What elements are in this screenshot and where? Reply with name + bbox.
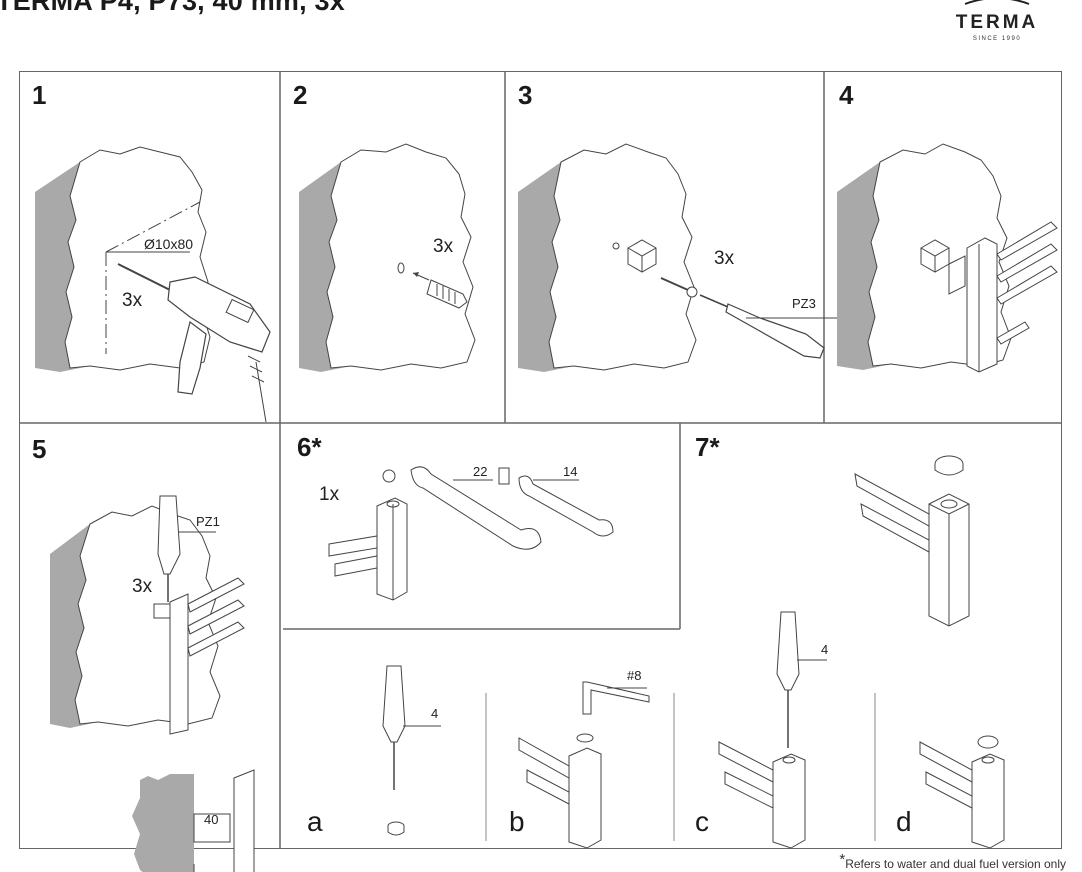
document-title: TERMA P4, P73, 40 mm, 3x	[0, 0, 345, 16]
sub-step-letter: a	[307, 806, 323, 837]
step-2-panel: 2 3x	[281, 72, 506, 424]
sub-step-letter: b	[509, 806, 525, 837]
cap-illustration	[854, 455, 970, 627]
step-number: 1	[32, 80, 47, 110]
drill-size-label: Ø10x80	[144, 236, 194, 252]
count-label: 3x	[122, 290, 143, 311]
sub-step-letter: d	[896, 806, 912, 837]
bracket-screw-illustration	[518, 143, 838, 372]
sub-step-a-panel: a 4	[281, 630, 487, 850]
grid-lines	[19, 71, 1062, 849]
sub-step-c-panel: c 4	[675, 611, 876, 850]
wrench-large-size: 22	[473, 464, 488, 479]
tool-size-label: 4	[821, 642, 829, 657]
cap-fit-illustration	[919, 735, 1005, 849]
radiator-fix-illustration	[50, 495, 255, 872]
logo-since: SINCE 1990	[972, 36, 1022, 42]
radiator-mount-illustration	[837, 143, 1058, 373]
step-4-panel: 4	[825, 72, 1063, 424]
distance-label: 40	[204, 812, 219, 827]
tool-label: PZ1	[196, 514, 220, 529]
sub-step-letter: c	[695, 806, 709, 837]
terma-logo: TERMA SINCE 1990	[944, 0, 1052, 46]
count-label: 3x	[714, 248, 735, 269]
logo-arc-icon	[964, 0, 1030, 5]
sub-step-d-panel: d	[876, 630, 1063, 850]
step-7-panel: 7*	[681, 424, 1063, 630]
wrench-small-size: 14	[563, 464, 578, 479]
step-number: 2	[293, 80, 308, 110]
step-5-panel: 5 PZ1 3x 40	[20, 424, 281, 872]
wall-drilling-illustration	[35, 146, 271, 423]
step-6-panel: 6* 1x 22 14	[281, 424, 681, 630]
tool-size-label: #8	[627, 668, 642, 683]
count-label: 3x	[132, 576, 153, 597]
count-label: 1x	[319, 484, 340, 505]
instruction-frame: 1 Ø10x80 3x 2 3x	[19, 71, 1063, 872]
screwdriver-a-illustration	[382, 665, 441, 836]
step-3-panel: 3 3x PZ3	[506, 72, 838, 424]
hex-key-illustration	[518, 681, 650, 849]
wrench-illustration	[328, 466, 614, 601]
logo-wordmark: TERMA	[955, 12, 1039, 33]
step-number: 5	[32, 434, 47, 464]
step-number: 7*	[695, 432, 720, 462]
step-number: 3	[518, 80, 533, 110]
count-label: 3x	[433, 236, 454, 257]
footnote-marker: *	[839, 851, 846, 868]
tool-size-label: 4	[431, 706, 439, 721]
step-1-panel: 1 Ø10x80 3x	[20, 72, 281, 424]
sub-step-b-panel: b #8	[487, 630, 675, 850]
step-number: 4	[839, 80, 854, 110]
wall-anchor-illustration	[299, 143, 476, 372]
footnote: *Refers to water and dual fuel version o…	[839, 851, 1066, 872]
tool-label: PZ3	[792, 296, 816, 311]
footnote-text: Refers to water and dual fuel version on…	[845, 857, 1066, 871]
step-number: 6*	[297, 432, 322, 462]
screwdriver-c-illustration	[718, 611, 827, 849]
